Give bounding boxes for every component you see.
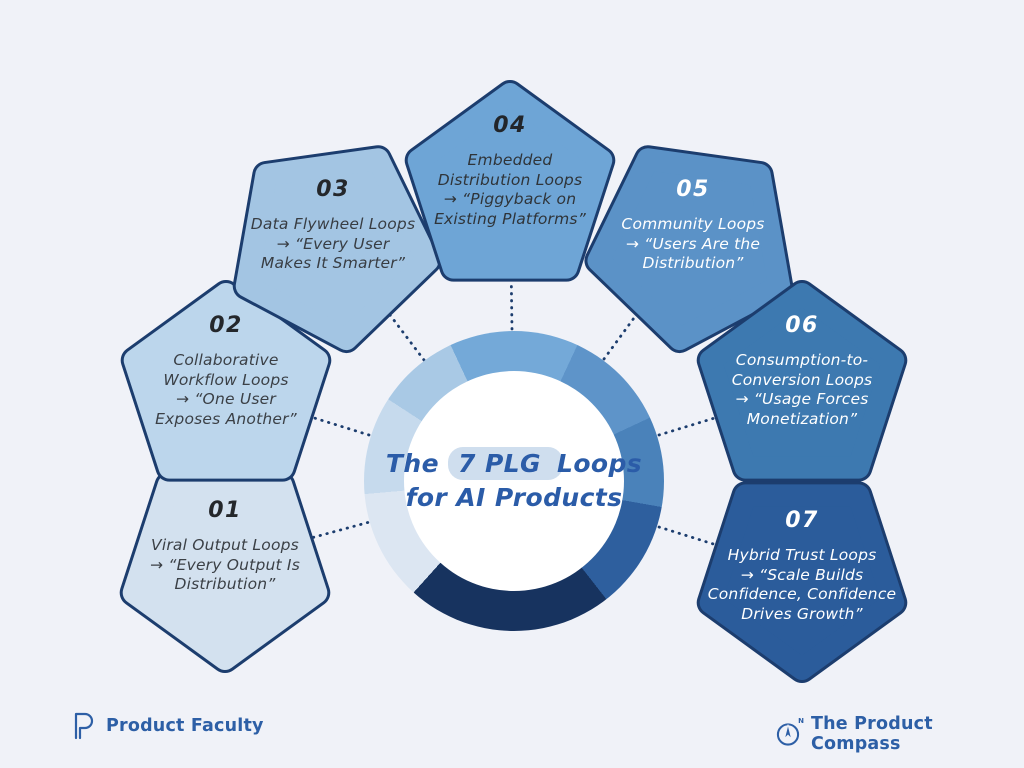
pentagon-shape — [696, 481, 908, 683]
product-faculty-brand: Product Faculty — [72, 712, 264, 740]
pentagon-shape — [232, 145, 442, 354]
node-title: Viral Output Loops — [151, 536, 299, 554]
product-faculty-logo-icon — [74, 712, 94, 740]
loop-node-07: 07 Hybrid Trust Loops → “Scale Builds Co… — [692, 463, 912, 683]
node-title: Community Loops — [621, 215, 765, 233]
node-title: Consumption-to- Conversion Loops — [731, 351, 873, 389]
product-compass-brand: N The Product Compass — [774, 714, 1024, 754]
node-quote: → “Scale Builds Confidence, Confidence D… — [707, 565, 897, 624]
node-quote: → “Users Are the Distribution” — [625, 234, 761, 273]
loop-node-02: 02 Collaborative Workflow Loops → “One U… — [116, 280, 336, 500]
loop-node-01: 01 Viral Output Loops → “Every Output Is… — [115, 453, 335, 673]
node-quote: → “Usage Forces Monetization” — [735, 390, 869, 429]
center-title-highlight: 7 PLG — [448, 447, 563, 481]
compass-icon: N — [774, 717, 804, 748]
node-quote: → “Piggyback on Existing Platforms” — [434, 190, 586, 229]
node-quote: → “One User Exposes Another” — [155, 390, 297, 429]
node-number: 03 — [316, 177, 350, 202]
loop-node-03: 03 Data Flywheel Loops → “Every User Mak… — [223, 134, 443, 354]
node-title: Collaborative Workflow Loops — [163, 351, 289, 389]
node-number: 06 — [785, 313, 819, 338]
node-title: Embedded Distribution Loops — [437, 151, 583, 189]
node-number: 05 — [676, 177, 710, 202]
compass-n-mark: N — [798, 717, 804, 725]
loop-node-04: 04 Embedded Distribution Loops → “Piggyb… — [400, 80, 620, 300]
node-quote: → “Every Output Is Distribution” — [150, 555, 300, 594]
node-quote: → “Every User Makes It Smarter” — [260, 234, 406, 273]
node-number: 04 — [493, 113, 527, 138]
center-title-line2: for AI Products — [405, 483, 623, 512]
node-title: Hybrid Trust Loops — [727, 546, 877, 564]
center-title: The 7 PLG Loops for AI Products — [386, 447, 642, 515]
node-number: 02 — [209, 313, 243, 338]
loop-node-06: 06 Consumption-to- Conversion Loops → “U… — [692, 280, 912, 500]
node-number: 01 — [208, 498, 242, 523]
pentagon-shape — [584, 145, 794, 354]
ring-inner-circle: The 7 PLG Loops for AI Products — [386, 371, 642, 591]
loop-node-05: 05 Community Loops → “Users Are the Dist… — [583, 134, 803, 354]
center-title-post: Loops — [547, 449, 643, 479]
node-number: 07 — [785, 508, 819, 533]
pentagon-shape — [120, 280, 332, 482]
compass-icon-svg — [776, 723, 800, 746]
pentagon-shape — [404, 80, 616, 282]
pentagon-shape — [119, 471, 331, 673]
node-title: Data Flywheel Loops — [250, 215, 416, 233]
product-faculty-label: Product Faculty — [106, 716, 264, 736]
product-compass-label: The Product Compass — [811, 714, 933, 754]
center-title-pre: The — [385, 449, 449, 479]
pentagon-shape — [696, 280, 908, 482]
